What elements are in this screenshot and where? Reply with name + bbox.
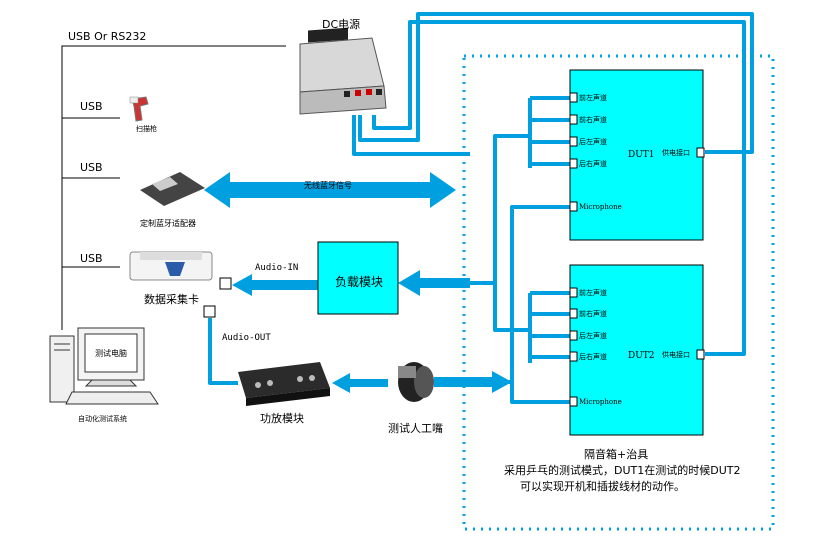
load-to-daq-arrow [232, 274, 318, 296]
dut1-name: DUT1 [628, 150, 655, 160]
dut2-port-1: 前左声道 [579, 288, 607, 297]
bluetooth-signal-label: 无线蓝牙信号 [304, 180, 352, 190]
enclosure-desc-2: 可以实现开机和插拔线材的动作。 [520, 479, 685, 493]
dut1-box [569, 69, 704, 241]
enclosure-to-load-arrow [398, 270, 470, 296]
artificial-mouth-label: 测试人工嘴 [388, 422, 443, 435]
enclosure-title: 隔音箱+治具 [584, 447, 648, 461]
dut1-port-4: 后右声道 [579, 159, 607, 168]
dut2-mic: Microphone [579, 398, 622, 406]
mouth-to-enclosure-arrow [434, 371, 512, 393]
dc-power-title: DC电源 [322, 17, 360, 31]
load-module-box [317, 241, 399, 315]
scanner-label: 扫描枪 [136, 124, 157, 133]
usb-label-adapter: USB [80, 161, 103, 174]
bluetooth-adapter-label: 定制蓝牙适配器 [140, 218, 196, 228]
dut1-port-2: 前右声道 [579, 115, 607, 124]
dut1-mic: Microphone [579, 203, 622, 211]
pc-bus-lines [61, 45, 286, 330]
daq-card-icon [129, 251, 232, 318]
dut1-port-3: 后左声道 [579, 137, 607, 146]
enclosure-desc-1: 采用乒乓的测试模式，DUT1在测试的时候DUT2 [504, 463, 740, 477]
daq-label: 数据采集卡 [144, 292, 199, 306]
usb-label-scanner: USB [80, 100, 103, 113]
usb-label-daq: USB [80, 252, 103, 265]
dut2-box [569, 264, 704, 436]
pc-screen-text: 测试电脑 [95, 348, 127, 358]
audio-out-label: Audio-OUT [222, 333, 271, 343]
dut2-port-3: 后左声道 [579, 331, 607, 340]
audio-in-label: Audio-IN [255, 263, 298, 273]
dut2-name: DUT2 [628, 351, 655, 361]
enclosure-border [462, 54, 775, 531]
amp-to-mouth-arrow [332, 373, 388, 393]
wiring [208, 12, 754, 404]
bluetooth-adapter-icon [140, 172, 205, 206]
bluetooth-double-arrow [204, 172, 456, 208]
pc-caption: 自动化测试系统 [78, 414, 127, 423]
amplifier-label: 功放模块 [260, 411, 304, 425]
dut2-port-2: 前右声道 [579, 309, 607, 318]
pc-connection-label: USB Or RS232 [68, 30, 146, 43]
scanner-icon [129, 96, 149, 122]
dut1-port-1: 前左声道 [579, 93, 607, 102]
computer-icon [49, 327, 159, 405]
dut1-power: 供电接口 [662, 148, 690, 157]
dc-power-supply [299, 27, 387, 115]
amplifier-icon [238, 362, 330, 406]
dut2-power: 供电接口 [662, 350, 690, 359]
artificial-mouth-icon [398, 362, 434, 402]
load-module-label: 负载模块 [335, 275, 383, 289]
dut2-port-4: 后右声道 [579, 352, 607, 361]
signal-arrows [204, 172, 512, 393]
